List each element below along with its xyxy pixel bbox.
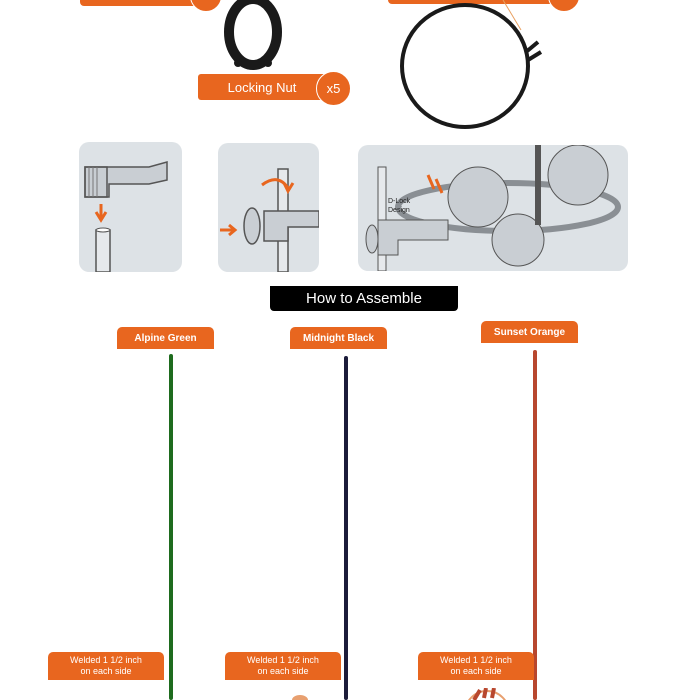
color-tag-midnight-black: Midnight Black xyxy=(290,327,387,349)
weld-note-3-line1: Welded 1 1/2 inch xyxy=(440,655,512,665)
d-lock-label-line2: Design xyxy=(388,207,410,214)
weld-note-1-line1: Welded 1 1/2 inch xyxy=(70,655,142,665)
weld-note-3-line2: on each side xyxy=(450,666,502,676)
locking-nut-icon xyxy=(224,0,282,70)
d-lock-label: D-Lock Design xyxy=(388,197,410,215)
stake-alpine-green xyxy=(169,354,173,700)
locking-nut-label: Locking Nut xyxy=(198,74,326,100)
plant-ring-icon xyxy=(400,0,543,129)
weld-detail-icon xyxy=(468,688,506,700)
color-tag-sunset-orange: Sunset Orange xyxy=(481,321,578,343)
assembly-step-3-illustration: D-Lock Design xyxy=(358,145,628,271)
weld-note-2-line2: on each side xyxy=(257,666,309,676)
assembly-step-1-illustration xyxy=(79,142,182,272)
section-heading: How to Assemble xyxy=(270,286,458,311)
component-tag-top-left xyxy=(80,0,220,6)
locking-nut-count: x5 xyxy=(316,71,351,106)
stake-sunset-orange xyxy=(533,350,537,700)
d-lock-label-line1: D-Lock xyxy=(388,198,411,205)
weld-note-2-line1: Welded 1 1/2 inch xyxy=(247,655,319,665)
stake-midnight-black xyxy=(344,356,348,700)
assembly-step-2-illustration xyxy=(218,143,319,272)
component-count-top-left xyxy=(190,0,222,12)
weld-note-1-line2: on each side xyxy=(80,666,132,676)
color-tag-alpine-green: Alpine Green xyxy=(117,327,214,349)
weld-detail-icon-2 xyxy=(292,695,308,700)
component-tag-top-right xyxy=(388,0,560,4)
